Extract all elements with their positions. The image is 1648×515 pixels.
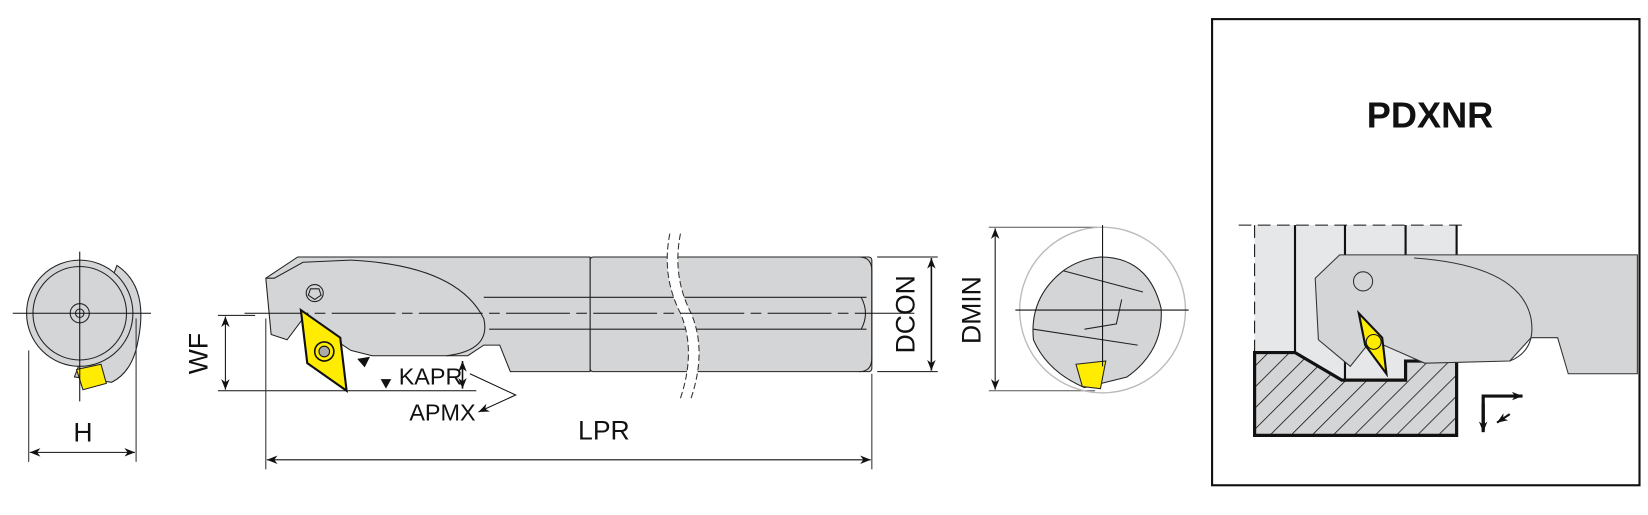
insert-right-view [1075,360,1107,390]
end-view-right [1015,225,1189,394]
lpr-label: LPR [578,416,630,446]
dcon-label: DCON [890,275,920,353]
h-dimension: H [28,318,137,462]
dmin-dimension: DMIN [956,226,1098,392]
wf-label: WF [183,333,213,374]
workpiece-section [1253,350,1459,437]
end-view-left [12,251,151,402]
feed-direction-arrows-icon [1478,391,1523,433]
clamp-screw-icon [305,284,324,303]
kapr-apmx-dimension: KAPR APMX [357,356,517,426]
lpr-dimension: LPR [265,318,873,470]
boring-bar-side-view [244,233,915,399]
dmin-label: DMIN [956,276,986,344]
h-label: H [73,418,92,448]
operation-detail-box: PDXNR [1211,18,1641,487]
kapr-label: KAPR [399,363,463,389]
apmx-label: APMX [409,400,476,426]
wf-dimension: WF [183,314,477,392]
tool-type-title: PDXNR [1367,94,1493,135]
insert-end-view [75,363,107,391]
dcon-dimension: DCON [877,256,938,373]
